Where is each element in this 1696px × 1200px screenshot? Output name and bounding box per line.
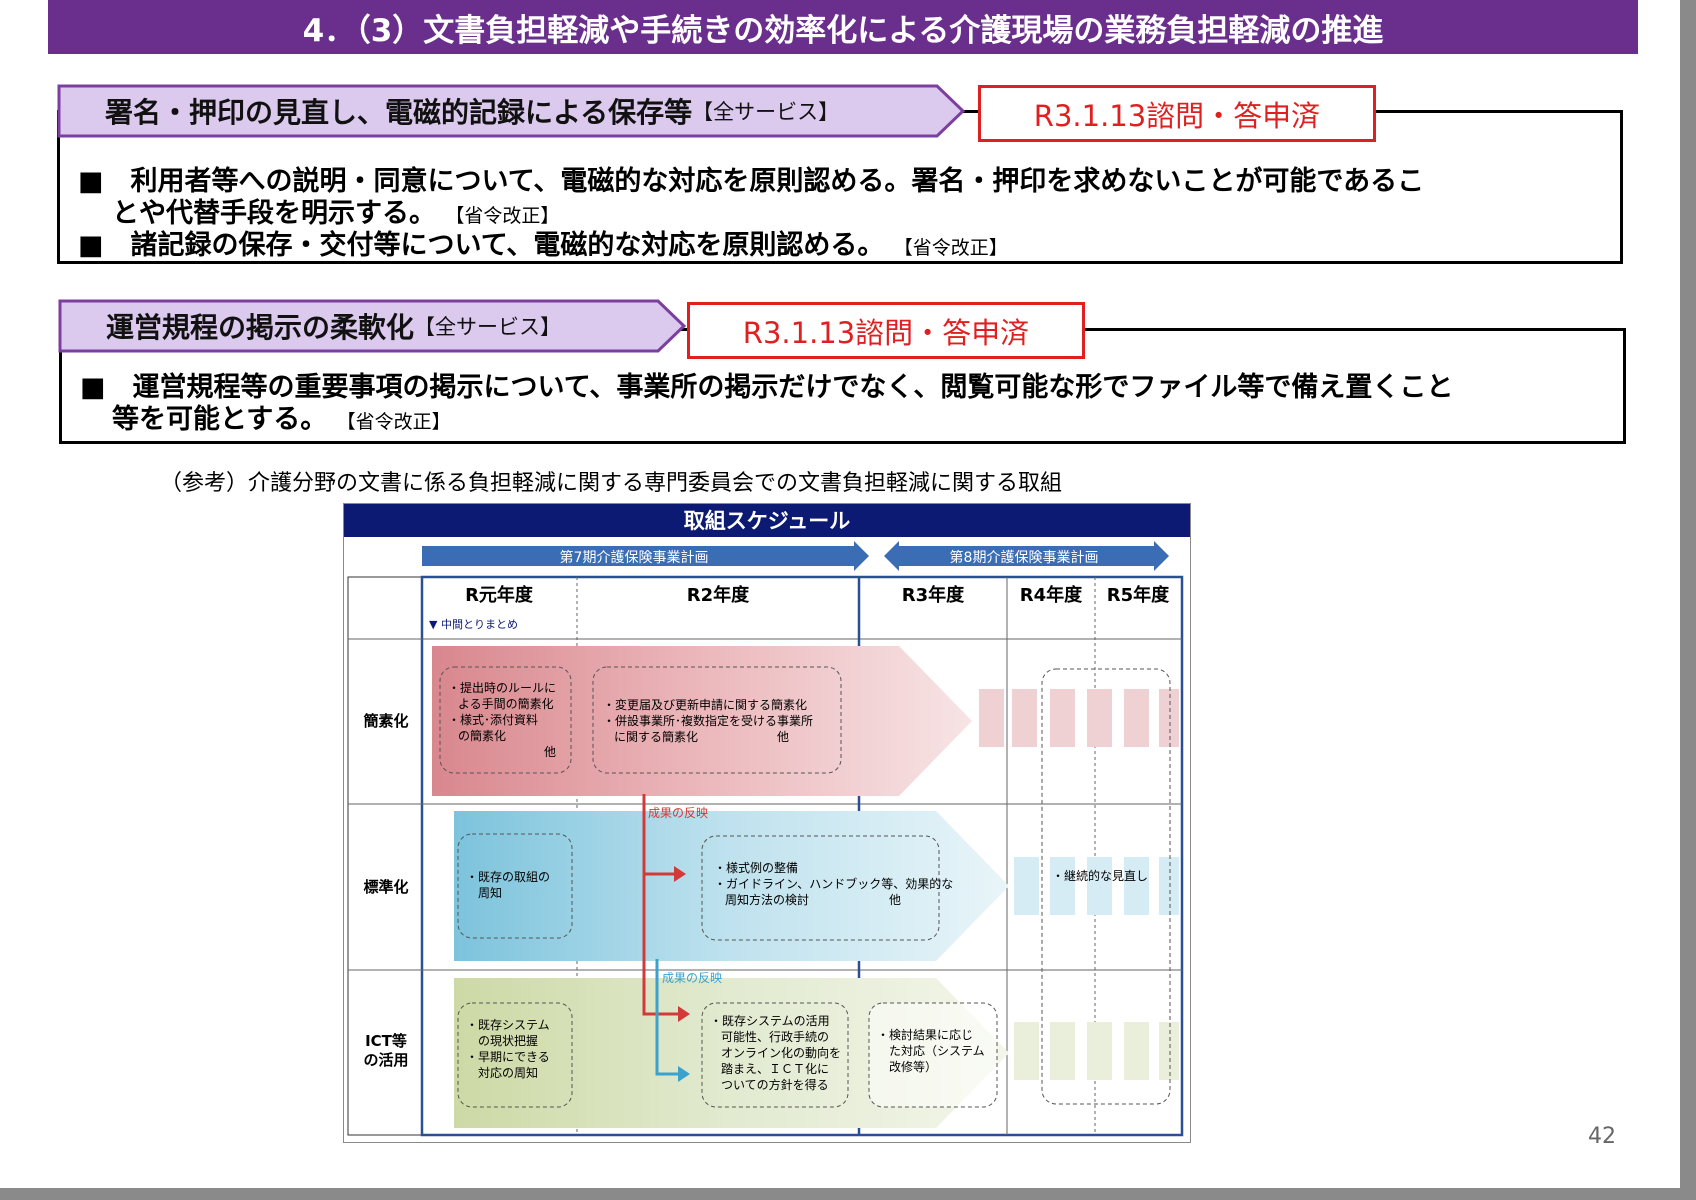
milestone-label: ▼ 中間とりまとめ — [429, 618, 518, 631]
simplify-band — [432, 646, 972, 796]
simplify-box2-l3: に関する簡素化 — [614, 729, 698, 744]
row-ict-1: ICT等 — [365, 1032, 407, 1050]
ict-box3-l2: た対応（システム — [889, 1044, 985, 1058]
section2-bullet1-tag: 【省令改正】 — [336, 411, 451, 433]
standardize-box1-l1: ・既存の取組の — [466, 870, 550, 884]
section2-scope: 【全サービス】 — [414, 315, 562, 339]
page-number: 42 — [1588, 1124, 1616, 1149]
reflect-arrow-red — [642, 794, 690, 1022]
year-r1: R元年度 — [465, 584, 534, 606]
ict-box1-l1: ・既存システム — [466, 1018, 550, 1032]
section2-bullet1-line1: ■ 運営規程等の重要事項の掲示について、事業所の掲示だけでなく、閲覧可能な形でフ… — [80, 372, 1454, 403]
plan8-label: 第8期介護保険事業計画 — [950, 549, 1099, 566]
ict-box2-l3: オンライン化の動向を — [721, 1045, 841, 1060]
simplify-box1-text: ・提出時のルールに よる手間の簡素化 ・様式･添付資料 の簡素化 他 — [448, 680, 560, 759]
section1-bullet1-line2: とや代替手段を明示する。 【省令改正】 — [112, 191, 559, 230]
standardize-continuous: ・継続的な見直し — [1052, 868, 1148, 883]
ict-box2-l1: ・既存システムの活用 — [710, 1014, 830, 1028]
ict-box3-l3: 改修等） — [889, 1059, 937, 1074]
ict-box3 — [868, 1002, 998, 1108]
schedule-figure: 取組スケジュール 第7期介護保険事業計画 第8期介護保険事業計画 R元年度 R2… — [343, 503, 1191, 1143]
section1-heading-banner: 署名・押印の見直し、電磁的記録による保存等【全サービス】 — [57, 84, 967, 138]
ict-box1-text: ・既存システム の現状把握 ・早期にできる 対応の周知 — [466, 1018, 554, 1080]
row-standardize: 標準化 — [363, 878, 408, 896]
row-ict-2: の活用 — [363, 1051, 408, 1069]
reflect-label-blue: 成果の反映 — [662, 971, 722, 985]
standardize-box1 — [457, 833, 573, 939]
standardize-box1-text: ・既存の取組の 周知 — [466, 870, 554, 900]
ict-box2 — [701, 1002, 849, 1108]
standardize-box2-l4: 他 — [889, 893, 901, 907]
slide-title: 4．（3）文書負担軽減や手続きの効率化による介護現場の業務負担軽減の推進 — [48, 0, 1638, 54]
section1-bullet2-text: ■ 諸記録の保存・交付等について、電磁的な対応を原則認める。 — [78, 230, 885, 261]
standardize-box2-text: ・様式例の整備 ・ガイドライン、ハンドブック等、効果的な 周知方法の検討 他 — [714, 860, 957, 907]
ict-box1-l3: ・早期にできる — [466, 1050, 550, 1064]
simplify-box2 — [592, 666, 842, 774]
section1-bullet1-line2-text: とや代替手段を明示する。 — [112, 198, 436, 229]
plan7-label: 第7期介護保険事業計画 — [560, 549, 709, 566]
simplify-box2-l1: ・変更届及び更新申請に関する簡素化 — [603, 697, 807, 712]
simplify-box1-l2: よる手間の簡素化 — [458, 696, 554, 711]
section1-scope: 【全サービス】 — [692, 100, 840, 124]
ict-box2-l2: 可能性、行政手続の — [721, 1030, 829, 1044]
standardize-box1-l2: 周知 — [478, 886, 502, 900]
section2-banner-shape — [58, 299, 687, 353]
reference-caption: （参考）介護分野の文書に係る負担軽減に関する専門委員会での文書負担軽減に関する取… — [160, 471, 1063, 496]
simplify-box2-l2: ・併設事業所･複数指定を受ける事業所 — [603, 713, 813, 728]
plan7-arrow — [422, 541, 869, 571]
section1-heading-text: 署名・押印の見直し、電磁的記録による保存等 — [105, 96, 693, 129]
ict-box1-l2: の現状把握 — [478, 1033, 538, 1048]
simplify-box1 — [439, 666, 572, 774]
schedule-title-bar — [344, 504, 1190, 537]
standardize-box2 — [701, 835, 940, 941]
ict-box2-l5: ついての方針を得る — [721, 1077, 829, 1092]
section1-bullet2: ■ 諸記録の保存・交付等について、電磁的な対応を原則認める。 【省令改正】 — [78, 223, 1008, 262]
section2-heading-banner: 運営規程の掲示の柔軟化【全サービス】 — [58, 299, 688, 353]
year-r2: R2年度 — [687, 584, 750, 606]
simplify-box1-l3: ・様式･添付資料 — [448, 713, 538, 727]
year-r5: R5年度 — [1107, 584, 1170, 606]
simplify-box2-text: ・変更届及び更新申請に関する簡素化 ・併設事業所･複数指定を受ける事業所 に関す… — [603, 697, 817, 744]
section1-status-box: R3.1.13諮問・答申済 — [978, 85, 1376, 142]
standardize-box2-l3: 周知方法の検討 — [725, 892, 809, 907]
ict-box3-text: ・検討結果に応じ た対応（システム 改修等） — [877, 1027, 988, 1074]
r4-r5-continuous-frame — [1041, 668, 1171, 1105]
section1-banner-shape — [57, 84, 966, 138]
ict-box2-l4: 踏まえ、ＩＣＴ化に — [721, 1062, 829, 1076]
section2-heading-text: 運営規程の掲示の柔軟化 — [106, 311, 415, 344]
section1-bullet1-line1: ■ 利用者等への説明・同意について、電磁的な対応を原則認める。署名・押印を求めな… — [78, 166, 1425, 197]
plan8-arrow — [884, 541, 1169, 571]
ict-dashes — [1014, 1022, 1179, 1080]
year-r4: R4年度 — [1020, 584, 1083, 606]
ict-box1 — [457, 1002, 573, 1108]
simplify-box1-l5: 他 — [544, 745, 556, 759]
section2-status-box: R3.1.13諮問・答申済 — [687, 302, 1085, 359]
simplify-box1-l1: ・提出時のルールに — [448, 680, 556, 695]
section2-bullet1-line2-text: 等を可能とする。 — [112, 404, 328, 435]
schedule-title: 取組スケジュール — [684, 509, 851, 533]
standardize-box2-l1: ・様式例の整備 — [714, 860, 798, 875]
schedule-svg: 取組スケジュール 第7期介護保険事業計画 第8期介護保険事業計画 R元年度 R2… — [344, 504, 1190, 1137]
row-simplify: 簡素化 — [363, 712, 408, 730]
section2-heading: 運営規程の掲示の柔軟化【全サービス】 — [106, 299, 561, 353]
section1-bullet1-tag: 【省令改正】 — [445, 205, 560, 227]
schedule-grid-inner — [420, 575, 1184, 1137]
reflect-arrow-blue — [655, 959, 690, 1082]
section1-heading: 署名・押印の見直し、電磁的記録による保存等【全サービス】 — [105, 84, 839, 138]
standardize-band — [454, 811, 1009, 961]
section1-bullet2-tag: 【省令改正】 — [893, 237, 1008, 259]
year-r3: R3年度 — [902, 584, 965, 606]
ict-box2-text: ・既存システムの活用 可能性、行政手続の オンライン化の動向を 踏まえ、ＩＣＴ化… — [710, 1014, 845, 1092]
simplify-dashes — [979, 689, 1179, 747]
section2-bullet1-line2: 等を可能とする。 【省令改正】 — [112, 397, 451, 436]
simplify-box1-l4: の簡素化 — [458, 728, 506, 743]
ict-box3-l1: ・検討結果に応じ — [877, 1027, 973, 1042]
ict-box1-l4: 対応の周知 — [478, 1066, 538, 1080]
simplify-box2-l4: 他 — [777, 730, 789, 744]
standardize-box2-l2: ・ガイドライン、ハンドブック等、効果的な — [714, 876, 953, 891]
standardize-dashes — [1014, 857, 1179, 915]
reflect-label-red: 成果の反映 — [648, 806, 708, 820]
